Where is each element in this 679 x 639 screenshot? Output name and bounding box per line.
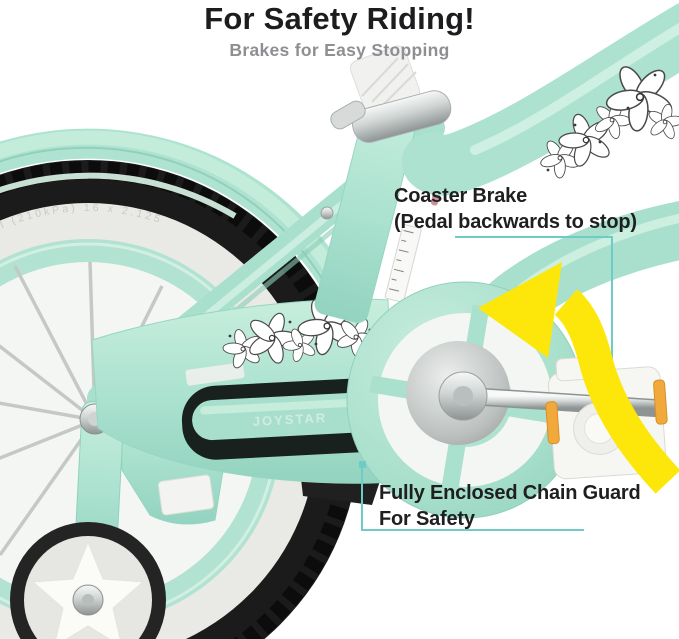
page-title: For Safety Riding! — [204, 1, 475, 36]
fender-gloss — [0, 172, 237, 219]
callout-dot — [359, 461, 366, 468]
coaster-brake-callout: Coaster Brake (Pedal backwards to stop) — [394, 183, 637, 235]
ruler-decal — [384, 224, 422, 303]
floral-decal-top — [531, 49, 679, 187]
pedal-reflector-right — [653, 379, 668, 425]
yellow-rotation-arrow — [478, 262, 679, 494]
clamp-ring — [352, 90, 452, 143]
training-hub-center — [82, 594, 94, 606]
page-subtitle: Brakes for Easy Stopping — [229, 40, 450, 60]
fender-stay-bolt — [320, 206, 334, 220]
reflector-sticker — [157, 474, 215, 516]
chain-guard-line2: For Safety — [379, 508, 475, 530]
chain-guard-callout: Fully Enclosed Chain Guard For Safety — [379, 480, 641, 532]
training-wheel — [10, 522, 166, 639]
seatpost-knurl — [361, 57, 417, 107]
callout-line-chain-guard — [359, 461, 584, 531]
pedal-reflector-left — [545, 401, 560, 445]
chain-guard-arm: JOYSTAR — [91, 286, 395, 505]
arrow-head — [478, 262, 562, 358]
seat-clamp — [330, 45, 452, 143]
coaster-brake-line1: Coaster Brake — [394, 185, 528, 207]
chain-guard-line1: Fully Enclosed Chain Guard — [379, 482, 641, 504]
callout-line-coaster — [455, 236, 613, 388]
chainstay-gloss — [200, 397, 378, 415]
top-tube — [402, 3, 679, 196]
crank-hub-center — [453, 386, 473, 406]
quick-release-lever — [330, 100, 366, 130]
coaster-brake-line2: (Pedal backwards to stop) — [394, 211, 637, 233]
top-tube-gloss — [470, 22, 679, 155]
reflector-sticker — [185, 362, 245, 386]
brand-embossed-text: JOYSTAR — [252, 410, 327, 429]
